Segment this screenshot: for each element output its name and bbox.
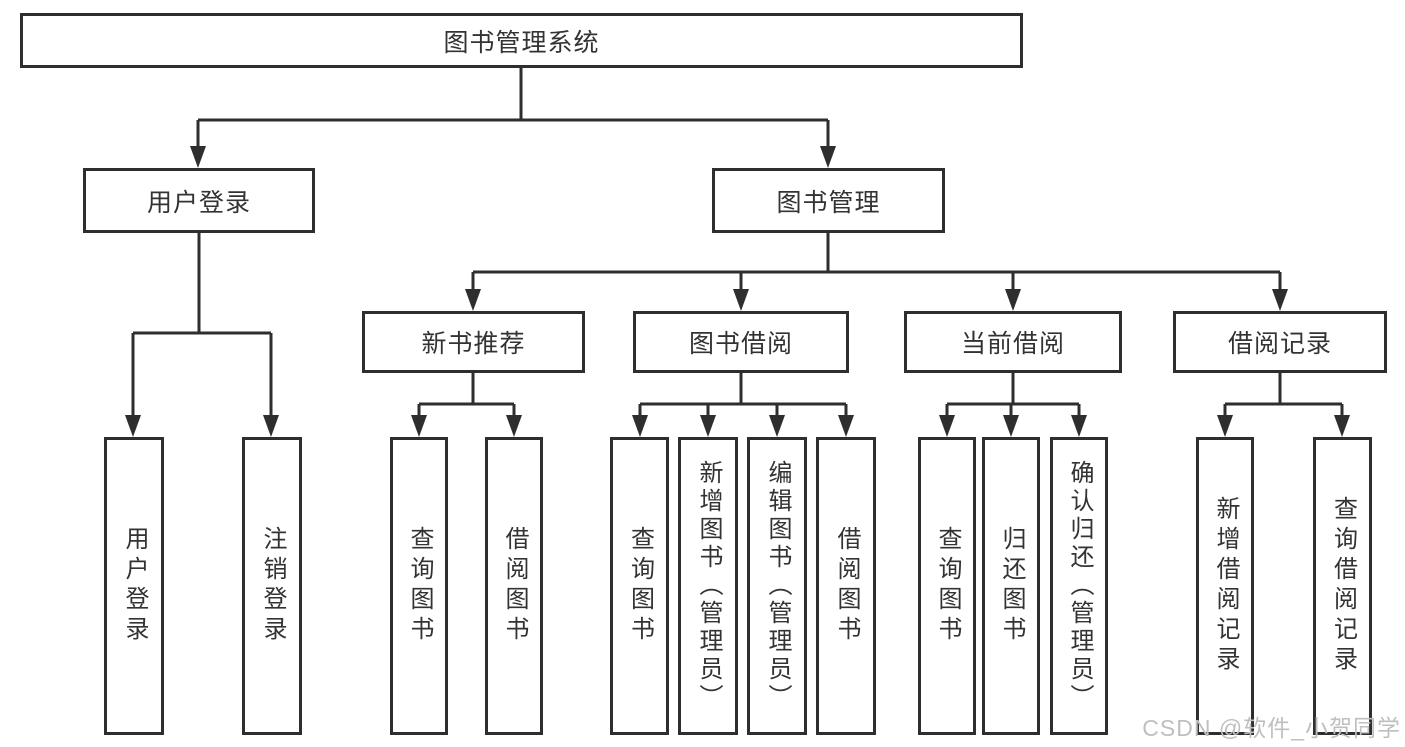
leaf-query-borrow-record: 查询借阅记录 — [1313, 437, 1372, 735]
node-root-label: 图书管理系统 — [443, 28, 600, 57]
node-book-management-label: 图书管理 — [776, 188, 881, 217]
leaf-return-books-label: 归还图书 — [998, 526, 1025, 646]
leaf-edit-book-admin-label: 编辑图书（管理员） — [764, 460, 791, 712]
node-user-login: 用户登录 — [83, 168, 315, 233]
leaf-logout-login: 注销登录 — [242, 437, 302, 735]
leaf-confirm-return-admin: 确认归还（管理员） — [1050, 437, 1108, 735]
node-new-book-recommendation-label: 新书推荐 — [421, 330, 526, 358]
leaf-confirm-return-admin-label: 确认归还（管理员） — [1066, 460, 1093, 712]
leaf-recommend-query-books: 查询图书 — [390, 437, 448, 735]
arrowhead-icons — [125, 146, 1350, 437]
node-book-management: 图书管理 — [712, 168, 945, 233]
node-current-borrowing-label: 当前借阅 — [960, 330, 1065, 358]
node-current-borrowing: 当前借阅 — [904, 311, 1122, 373]
node-user-login-label: 用户登录 — [146, 188, 251, 217]
watermark: CSDN @软件_小贺同学 — [1142, 715, 1401, 741]
node-borrowing-records-label: 借阅记录 — [1227, 330, 1332, 358]
node-borrowing-records: 借阅记录 — [1173, 311, 1387, 373]
leaf-user-login: 用户登录 — [104, 437, 164, 735]
leaf-return-books: 归还图书 — [982, 437, 1040, 735]
leaf-recommend-borrow-books: 借阅图书 — [485, 437, 543, 735]
leaf-current-query-books: 查询图书 — [918, 437, 976, 735]
leaf-recommend-query-books-label: 查询图书 — [406, 526, 433, 646]
leaf-borrowing-query-books: 查询图书 — [610, 437, 669, 735]
leaf-add-book-admin-label: 新增图书（管理员） — [695, 460, 722, 712]
leaf-logout-login-label: 注销登录 — [259, 526, 286, 646]
leaf-borrowing-borrow-books-label: 借阅图书 — [833, 526, 860, 646]
leaf-edit-book-admin: 编辑图书（管理员） — [747, 437, 807, 735]
leaf-borrowing-query-books-label: 查询图书 — [626, 526, 654, 646]
leaf-current-query-books-label: 查询图书 — [934, 526, 961, 646]
leaf-user-login-label: 用户登录 — [121, 526, 148, 646]
leaf-add-borrow-record-label: 新增借阅记录 — [1212, 496, 1239, 676]
leaf-add-borrow-record: 新增借阅记录 — [1196, 437, 1254, 735]
node-root: 图书管理系统 — [20, 13, 1023, 68]
node-book-borrowing-label: 图书借阅 — [688, 330, 793, 358]
leaf-query-borrow-record-label: 查询借阅记录 — [1329, 496, 1357, 676]
leaf-borrowing-borrow-books: 借阅图书 — [816, 437, 876, 735]
leaf-add-book-admin: 新增图书（管理员） — [678, 437, 738, 735]
node-book-borrowing: 图书借阅 — [633, 311, 849, 373]
node-new-book-recommendation: 新书推荐 — [362, 311, 585, 373]
leaf-recommend-borrow-books-label: 借阅图书 — [501, 526, 528, 646]
